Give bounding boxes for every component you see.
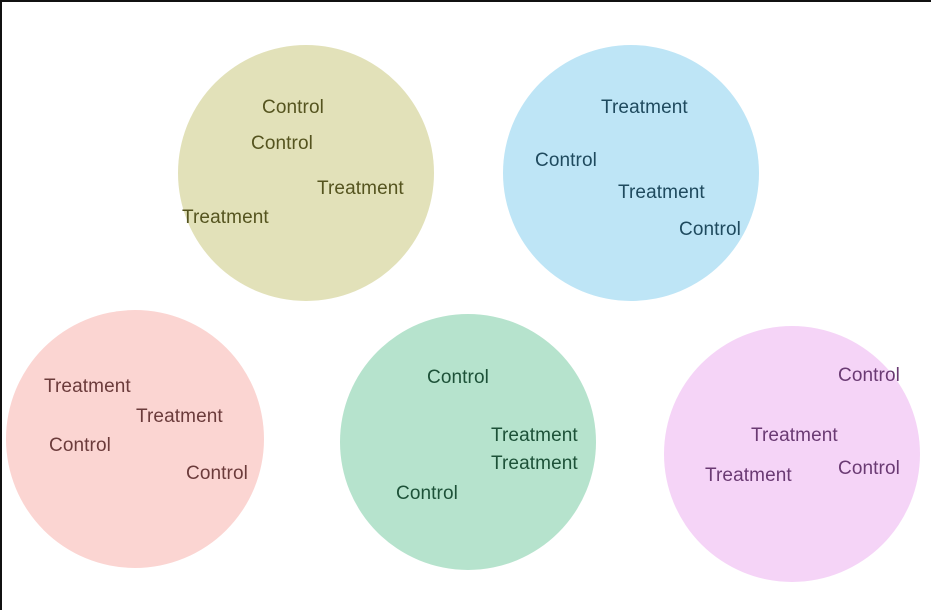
unit-label-control: Control [838,458,900,479]
cluster-circle-1[interactable] [178,45,434,301]
unit-label-control: Control [396,483,458,504]
unit-label-control: Control [186,463,248,484]
unit-label-control: Control [535,150,597,171]
unit-label-treatment: Treatment [491,453,578,474]
unit-label-control: Control [427,367,489,388]
unit-label-control: Control [262,97,324,118]
unit-label-treatment: Treatment [44,376,131,397]
unit-label-control: Control [49,435,111,456]
cluster-circle-4[interactable] [340,314,596,570]
cluster-circle-2[interactable] [503,45,759,301]
unit-label-treatment: Treatment [751,425,838,446]
unit-label-treatment: Treatment [618,182,705,203]
unit-label-treatment: Treatment [601,97,688,118]
unit-label-treatment: Treatment [491,425,578,446]
unit-label-treatment: Treatment [182,207,269,228]
unit-label-control: Control [251,133,313,154]
unit-label-control: Control [838,365,900,386]
cluster-circle-3[interactable] [6,310,264,568]
cluster-circle-5[interactable] [664,326,920,582]
unit-label-treatment: Treatment [136,406,223,427]
unit-label-control: Control [679,219,741,240]
unit-label-treatment: Treatment [317,178,404,199]
unit-label-treatment: Treatment [705,465,792,486]
